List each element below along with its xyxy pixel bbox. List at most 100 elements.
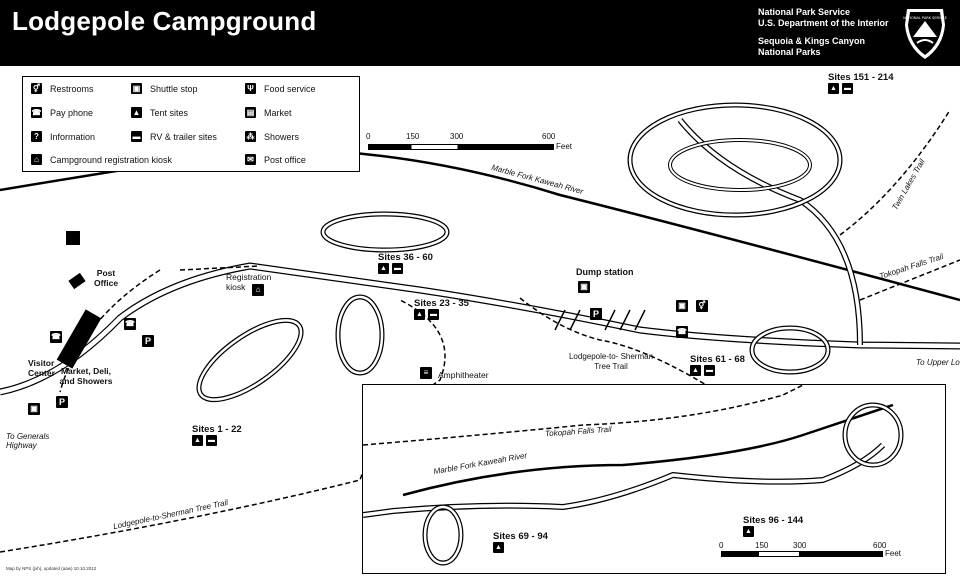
map-header: Lodgepole Campground National Park Servi… [0,0,960,66]
legend-item: ✉Post office [245,154,306,165]
legend-label: Campground registration kiosk [50,154,173,165]
inset-map: Tokopah Falls Trail Marble Fork Kaweah R… [362,384,946,574]
mail-icon: ✉ [245,154,256,165]
sites-label: Sites 1 - 22 [192,424,242,435]
dump-station-label: Dump station [576,267,634,277]
sites-151-214: Sites 151 - 214▲▬ [828,72,894,94]
dump-station-icon: ▣ [578,281,590,293]
tent-icon: ▲ [828,83,839,94]
phone-icon: ☎ [676,326,688,338]
trail-sherman-lower [0,299,446,553]
amphitheater-label: Amphitheater [438,370,489,380]
river-line [0,148,960,302]
restroom-icon: ⚥ [696,300,708,312]
legend-item: ⁂ Showers [245,131,299,142]
legend-label: Shuttle stop [150,83,198,94]
post-office-building [68,272,86,290]
legend-item: ▤Market [245,107,292,118]
inset-river [402,403,894,497]
scale-tick: 0 [719,541,724,550]
rv-icon: ▬ [704,365,715,376]
info-icon: ? [31,131,42,142]
upper-loop-text: To Upper Loop [916,358,960,367]
logo-text: NATIONAL PARK SERVICE [903,16,947,20]
phone-icon: ☎ [31,107,42,118]
sites-36-60: Sites 36 - 60▲▬ [378,252,433,274]
shower-icon: ⁂ [245,131,256,142]
trail-twin-lakes [839,109,951,236]
kiosk-icon: ⌂ [31,154,42,165]
parking-stripes [554,309,646,331]
sites-label: Sites 151 - 214 [828,72,894,83]
sites-label: Sites 96 - 144 [743,515,804,526]
shuttle-icon: ▣ [28,403,40,415]
upper-loop-label: To Upper Loop [916,358,960,367]
sites-label: Sites 69 - 94 [493,531,548,542]
scale-tick: 600 [873,541,887,550]
page-title: Lodgepole Campground [12,6,317,36]
legend-label: RV & trailer sites [150,131,217,142]
tent-icon: ▲ [414,309,425,320]
agency-line-2: U.S. Department of the Interior [758,18,889,28]
scale-tick: 600 [542,132,556,141]
scale-bar-inset: 0 150 300 600 Feet [719,541,919,561]
inset-drawing [363,385,904,566]
scale-tick: 300 [793,541,807,550]
legend-item: ⚥ Restrooms [31,83,94,94]
rv-icon: ▬ [206,435,217,446]
rv-icon: ▬ [842,83,853,94]
phone-icon: ☎ [124,318,136,330]
legend-item: ? Information [31,131,95,142]
legend-label: Restrooms [50,83,94,94]
scale-unit: Feet [885,549,902,558]
food-icon: Ψ [245,83,256,94]
scale-tick: 300 [450,132,464,141]
campground-map [0,102,960,553]
tent-icon: ▲ [690,365,701,376]
sites-label: Sites 36 - 60 [378,252,433,263]
legend-label: Showers [264,131,300,142]
sites-96-144: Sites 96 - 144▲ [743,515,803,537]
inset-tokopah-trail [363,385,804,446]
parking-icon: P [142,335,154,347]
amphitheater-icon: ≡ [420,367,432,379]
scale-bar-main: 0 150 300 600 Feet [366,132,572,152]
legend-label: Information [50,131,96,142]
trail-tokopah-main [859,259,960,301]
sites-69-94: Sites 69 - 94▲ [493,531,548,553]
visitor-center-label: Visitor Center [28,358,55,378]
sites-23-35: Sites 23 - 35▲▬ [414,298,469,320]
post-office-label: Post Office [93,268,119,288]
sites-1-22: Sites 1 - 22▲▬ [192,424,242,446]
market-building [56,309,102,369]
scale-unit: Feet [556,142,573,151]
scale-tick: 150 [406,132,420,141]
kiosk-icon: ⌂ [252,284,264,296]
park-name: Sequoia & Kings Canyon National Parks [758,36,865,58]
registration-kiosk-label: Registration kiosk [226,272,272,292]
generals-highway-label: To Generals Highway [6,432,50,450]
market-icon: ▤ [245,107,256,118]
park-line-1: Sequoia & Kings Canyon [758,36,866,46]
nps-arrowhead-logo: NATIONAL PARK SERVICE [903,9,947,59]
tent-icon: ▲ [743,526,754,537]
legend-item: ▣ Shuttle stop [131,83,198,94]
scale-bar [721,551,883,557]
parking-icon: P [56,396,68,408]
rv-icon: ▬ [428,309,439,320]
agency-line-1: National Park Service [758,7,851,17]
legend-item: ▲Tent sites [131,107,188,118]
sites-61-68: Sites 61 - 68▲▬ [690,354,745,376]
legend-item: ⌂ Campground registration kiosk [31,154,172,165]
scale-tick: 150 [755,541,769,550]
phone-icon: ☎ [50,331,62,343]
park-line-2: National Parks [758,47,821,57]
legend-item: ▬RV & trailer sites [131,131,217,142]
tent-icon: ▲ [131,107,142,118]
tent-icon: ▲ [378,263,389,274]
restroom-icon: ⚥ [31,83,42,94]
shuttle-icon: ▣ [131,83,142,94]
map-credit: Map by NPS (jxh), updated (aaw) 10.10.20… [6,566,97,571]
